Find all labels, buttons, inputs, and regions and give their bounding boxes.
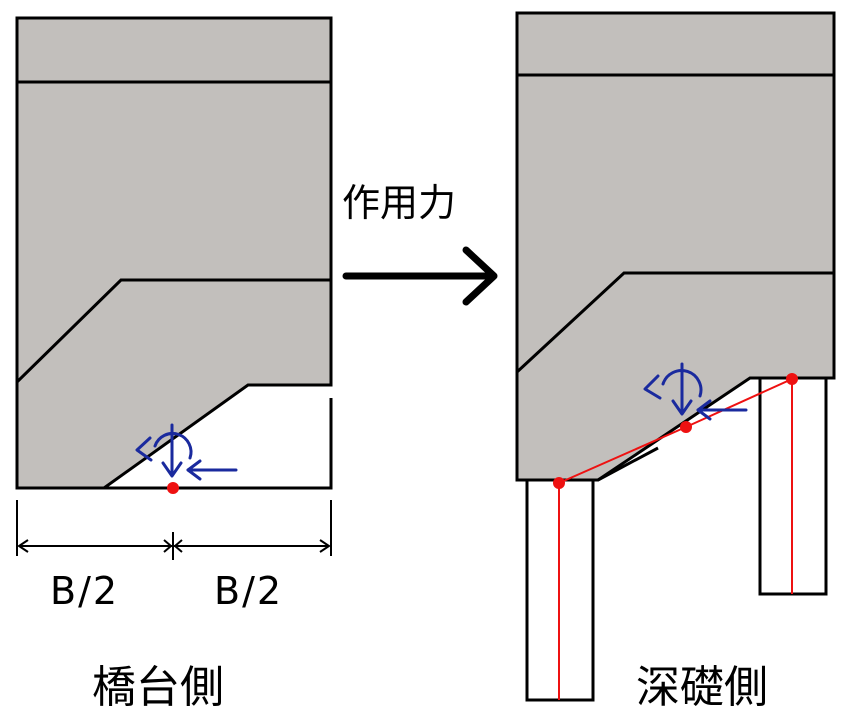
abutment-figure: B/2 B/2 橋台側	[15, 16, 333, 713]
abutment-wing-line	[15, 278, 331, 384]
right-pile-head-point	[786, 373, 798, 385]
moment-and-force-arrows-icon	[643, 362, 748, 421]
caisson-footing-edge	[597, 446, 659, 482]
left-pile-head-point	[553, 477, 565, 489]
abutment-load-point	[167, 482, 179, 494]
caisson-figure: 深礎側	[515, 11, 836, 713]
abutment-footing-outline	[104, 398, 333, 490]
caisson-wing-line	[515, 271, 834, 374]
right-arrow-icon	[342, 246, 498, 306]
width-dimension	[16, 500, 332, 560]
moment-and-force-arrows-icon	[135, 423, 238, 481]
caisson-side-caption: 深礎側	[636, 662, 768, 713]
caisson-load-point	[680, 421, 692, 433]
caisson-abutment-body	[515, 11, 836, 482]
force-arrow-label: 作用力	[342, 181, 456, 225]
dimension-label-right: B/2	[214, 569, 283, 613]
abutment-body	[15, 16, 333, 490]
dimension-label-left: B/2	[50, 569, 119, 613]
force-transfer: 作用力	[342, 181, 498, 306]
abutment-side-caption: 橋台側	[92, 662, 224, 713]
